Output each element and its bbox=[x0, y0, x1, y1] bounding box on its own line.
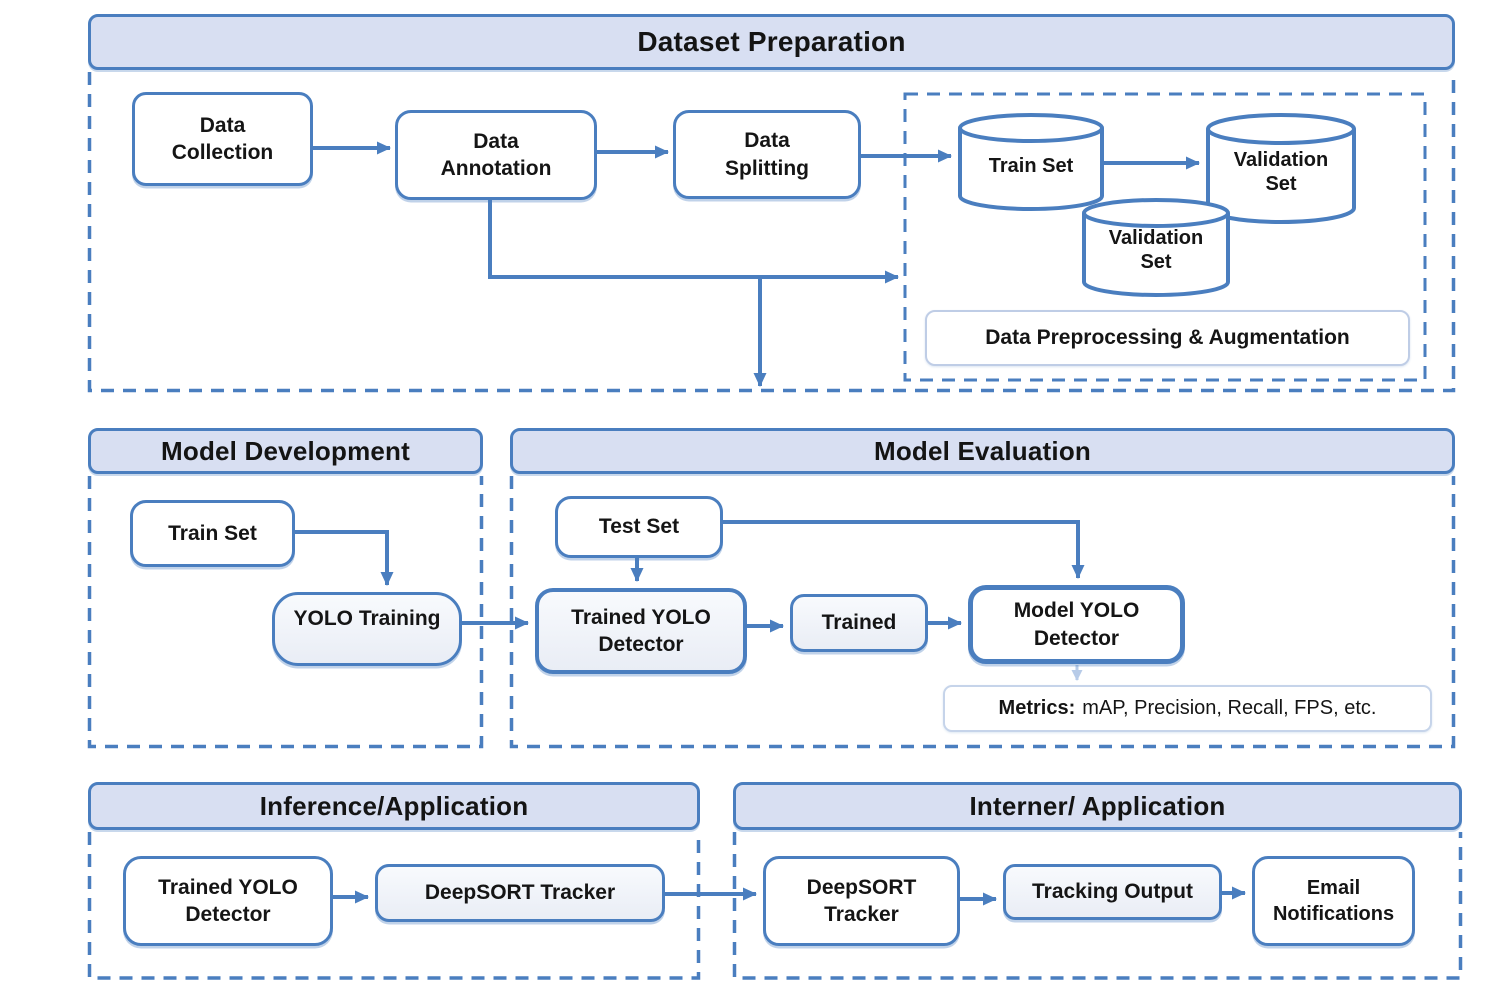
cylinder-label: Validation Set bbox=[1108, 227, 1204, 273]
node-train-set: Train Set bbox=[130, 500, 295, 567]
arrow-testset-to-model-yolo bbox=[723, 520, 1085, 579]
node-yolo-training: YOLO Training bbox=[272, 592, 462, 666]
node-data-collection: Data Collection bbox=[132, 92, 313, 186]
arrow-trainset-to-yolo-training bbox=[295, 530, 394, 586]
cylinder-train-set: Train Set bbox=[958, 112, 1104, 212]
node-test-set: Test Set bbox=[555, 496, 723, 558]
node-data-annotation: Data Annotation bbox=[395, 110, 597, 200]
node-trained: Trained bbox=[790, 594, 928, 652]
cylinder-label: Train Set bbox=[988, 155, 1074, 177]
section-header-model-evaluation: Model Evaluation bbox=[510, 428, 1455, 474]
node-tracking-output: Tracking Output bbox=[1003, 864, 1222, 920]
node-deepsort-tracker-inference: DeepSORT Tracker bbox=[375, 864, 665, 922]
section-header-interner-application: Interner/ Application bbox=[733, 782, 1462, 830]
section-header-model-development: Model Development bbox=[88, 428, 483, 474]
cylinder-validation-set-mid: Validation Set bbox=[1082, 198, 1230, 298]
node-metrics: Metrics: mAP, Precision, Recall, FPS, et… bbox=[943, 685, 1432, 732]
section-header-dataset-preparation: Dataset Preparation bbox=[88, 14, 1455, 70]
arrow-annotation-to-preprocessing-group bbox=[488, 200, 899, 284]
metrics-values: mAP, Precision, Recall, FPS, etc. bbox=[1082, 697, 1377, 719]
section-header-inference-application: Inference/Application bbox=[88, 782, 700, 830]
node-data-splitting: Data Splitting bbox=[673, 110, 861, 199]
node-data-preprocessing-augmentation: Data Preprocessing & Augmentation bbox=[925, 310, 1410, 366]
metrics-label: Metrics: bbox=[998, 697, 1076, 719]
node-deepsort-tracker-app: DeepSORT Tracker bbox=[763, 856, 960, 946]
cylinder-label: Validation Set bbox=[1233, 149, 1329, 195]
node-model-yolo-detector: Model YOLO Detector bbox=[968, 585, 1185, 664]
node-email-notifications: Email Notifications bbox=[1252, 856, 1415, 946]
node-trained-yolo-detector-inference: Trained YOLO Detector bbox=[123, 856, 333, 946]
node-trained-yolo-detector-eval: Trained YOLO Detector bbox=[535, 588, 747, 674]
